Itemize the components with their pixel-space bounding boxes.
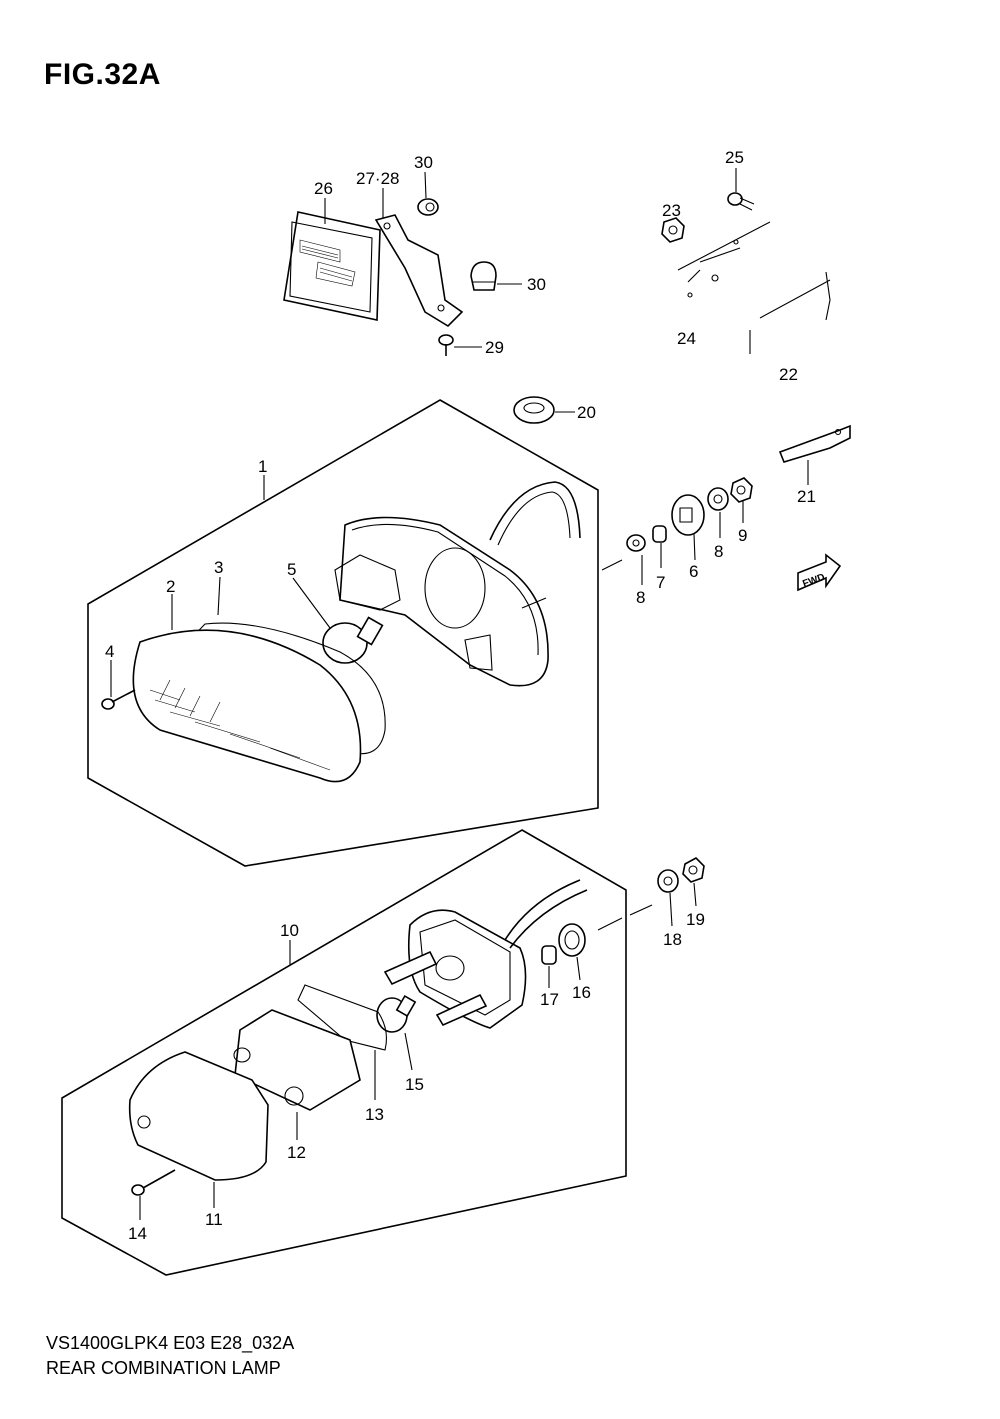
washer-part-18 (657, 869, 679, 893)
lens-part-11 (128, 1051, 269, 1181)
callout-26: 26 (314, 179, 333, 198)
lens-part-2 (132, 629, 362, 783)
bolt-part-25 (727, 192, 755, 211)
callout-13: 13 (365, 1105, 384, 1124)
cap-nut-part-30-lower (470, 261, 497, 291)
assembly-10-outline (61, 829, 627, 1276)
callout-27-28: 27·28 (356, 169, 399, 188)
bulb-part-15 (376, 994, 417, 1033)
cushion-part-6 (671, 494, 705, 536)
bracket-part-27-28 (374, 214, 464, 328)
leader-lines (110, 168, 809, 1220)
nut-part-23 (661, 217, 685, 243)
callout-14: 14 (128, 1224, 147, 1243)
callout-4: 4 (105, 642, 114, 661)
callout-11: 11 (205, 1210, 223, 1229)
bulb-part-5 (322, 616, 384, 664)
collar-part-7 (652, 525, 667, 543)
callout-30-upper: 30 (414, 153, 433, 172)
grommet-part-20 (513, 396, 555, 424)
reflector-part-26 (283, 211, 381, 321)
screw-part-4 (101, 689, 136, 710)
callout-17: 17 (540, 990, 559, 1009)
callout-12: 12 (287, 1143, 306, 1162)
collar-part-17 (541, 945, 557, 965)
screw-part-29 (438, 334, 454, 356)
callout-25: 25 (725, 148, 744, 167)
callout-10: 10 (280, 921, 299, 940)
callout-8-left: 8 (636, 588, 645, 607)
nut-part-30-upper (417, 198, 439, 216)
callout-30-lower: 30 (527, 275, 546, 294)
callout-20: 20 (577, 403, 596, 422)
washer-part-8-left (626, 534, 646, 552)
callout-1: 1 (258, 457, 267, 476)
callout-3: 3 (214, 558, 223, 577)
callout-22: 22 (779, 365, 798, 384)
callout-21: 21 (797, 487, 816, 506)
callout-9: 9 (738, 526, 747, 545)
callout-8-right: 8 (714, 542, 723, 561)
screw-part-14 (131, 1169, 176, 1196)
plate-bracket-part-22 (677, 221, 831, 354)
callout-23: 23 (662, 201, 681, 220)
figure-name: REAR COMBINATION LAMP (46, 1358, 281, 1378)
callout-18: 18 (663, 930, 682, 949)
cushion-part-16 (558, 923, 586, 957)
nut-part-9 (730, 477, 753, 503)
clamp-part-21 (778, 424, 851, 463)
callout-15: 15 (405, 1075, 424, 1094)
license-lamp-housing-part-10 (383, 879, 588, 1029)
callout-24: 24 (677, 329, 696, 348)
callout-2: 2 (166, 577, 175, 596)
tail-lamp-housing-part-1 (334, 481, 581, 687)
callout-7: 7 (656, 573, 665, 592)
callout-labels: 1 2 3 4 5 6 7 8 8 9 10 11 12 13 14 15 16… (105, 148, 816, 1243)
gasket-part-13 (297, 984, 387, 1051)
model-code: VS1400GLPK4 E03 E28_032A (46, 1333, 295, 1353)
callout-19: 19 (686, 910, 705, 929)
washer-part-8-right (707, 487, 729, 511)
callout-29: 29 (485, 338, 504, 357)
nut-part-19 (682, 857, 705, 883)
callout-6: 6 (689, 562, 698, 581)
assembly-1-outline (87, 399, 599, 867)
figure-title: FIG.32A (44, 58, 161, 91)
callout-16: 16 (572, 983, 591, 1002)
callout-5: 5 (287, 560, 296, 579)
fwd-arrow-icon: FWD (797, 553, 842, 592)
